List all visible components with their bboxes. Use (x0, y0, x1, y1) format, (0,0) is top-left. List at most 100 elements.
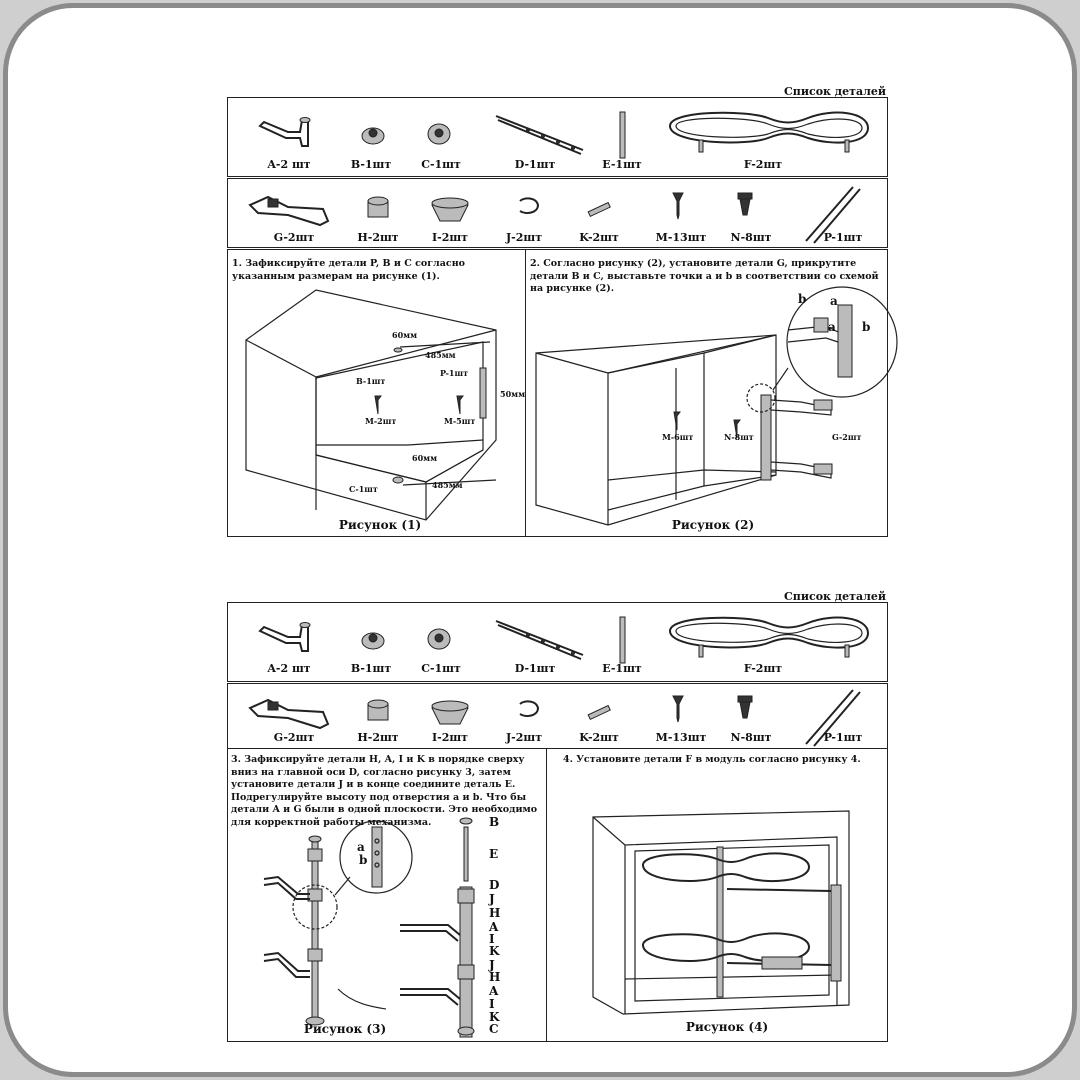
part-label: G-2шт (273, 231, 315, 244)
annotation: N-8шт (724, 432, 754, 442)
part-g-icon (248, 698, 330, 730)
part-label: J-2шт (505, 231, 543, 244)
part-label: A-2 шт (267, 662, 311, 675)
part-k-icon (587, 704, 611, 721)
part-letter: A (489, 984, 499, 998)
part-h-icon (367, 196, 389, 218)
step1-text: 1. Зафиксируйте детали P, B и C согласно… (232, 258, 465, 282)
figure3-caption: Рисунок (3) (303, 1022, 387, 1036)
step2-panel (525, 249, 898, 537)
part-label: H-2шт (357, 231, 399, 244)
part-n-icon (737, 695, 753, 719)
parts-row1-illustrations (258, 111, 870, 159)
part-g-icon (248, 195, 330, 227)
part-label: P-1шт (823, 731, 863, 744)
figure4-cabinet-drawing (592, 810, 850, 1015)
figure4-caption: Рисунок (4) (685, 1020, 769, 1034)
part-label: C-1шт (421, 158, 461, 171)
annotation: 60мм (412, 453, 438, 463)
step4-panel (546, 748, 888, 1042)
part-letter: H (489, 970, 501, 984)
part-letter: J (489, 958, 495, 972)
part-f-icon (668, 111, 870, 153)
part-label: D-1шт (514, 662, 556, 675)
parts-list-title-top: Список деталей (784, 85, 886, 98)
part-e-icon (619, 616, 626, 664)
part-f-icon (668, 616, 870, 658)
part-letter: K (489, 944, 500, 958)
zoom-label-b: b (798, 292, 807, 306)
part-c-icon (427, 628, 451, 650)
part-label: N-8шт (730, 731, 772, 744)
zoom-label-b: b (359, 853, 368, 867)
part-label: F-2шт (743, 158, 783, 171)
part-e-icon (619, 111, 626, 159)
annotation: M-2шт (365, 416, 397, 426)
part-label: B-1шт (350, 662, 392, 675)
part-label: K-2шт (579, 731, 619, 744)
part-a-icon (258, 622, 311, 652)
part-label: N-8шт (730, 231, 772, 244)
part-a-icon (258, 117, 311, 147)
annotation: 60мм (392, 330, 418, 340)
figure1-caption: Рисунок (1) (338, 518, 422, 532)
part-p-icon (805, 186, 861, 244)
part-label: F-2шт (743, 662, 783, 675)
part-label: E-1шт (602, 158, 642, 171)
figure2-caption: Рисунок (2) (671, 518, 755, 532)
zoom-label-a: a (357, 840, 365, 854)
part-letter: C (489, 1022, 499, 1036)
part-b-icon (361, 632, 385, 650)
parts-row2-top (227, 178, 888, 248)
part-letter: B (489, 815, 500, 829)
part-label: M-13шт (655, 231, 707, 244)
figure1-cabinet-drawing (245, 289, 497, 521)
part-label: A-2 шт (267, 158, 311, 171)
annotation: C-1шт (349, 484, 378, 494)
annotation: 485мм (425, 350, 456, 360)
parts-list-title-bottom: Список деталей (784, 590, 886, 603)
annotation: M-6шт (662, 432, 694, 442)
parts-row2-illustrations (248, 186, 861, 244)
part-j-icon (519, 700, 540, 717)
part-label: P-1шт (823, 231, 863, 244)
part-label: D-1шт (514, 158, 556, 171)
figure3-axis-drawing (263, 817, 475, 1038)
step2-text: 2. Согласно рисунку (2), установите дета… (530, 258, 879, 294)
part-c-icon (427, 123, 451, 145)
parts-row1-illustrations (258, 616, 870, 664)
part-label: J-2шт (505, 731, 543, 744)
part-h-icon (367, 699, 389, 721)
step4-text: 4. Установите детали F в модуль согласно… (563, 754, 861, 765)
zoom-label-a: a (830, 294, 838, 308)
part-letter: H (489, 906, 501, 920)
part-k-icon (587, 201, 611, 218)
part-letter: A (489, 920, 499, 934)
parts-row2-bottom (227, 683, 888, 749)
part-label: K-2шт (579, 231, 619, 244)
part-letter: J (489, 892, 495, 906)
annotation: 50мм (500, 389, 526, 399)
part-label: C-1шт (421, 662, 461, 675)
zoom-label-a: a (828, 320, 836, 334)
part-i-icon (431, 197, 469, 222)
annotation: 485мм (432, 480, 463, 490)
part-label: I-2шт (431, 731, 469, 744)
part-label: G-2шт (273, 731, 315, 744)
annotation: G-2шт (832, 432, 862, 442)
part-letter: E (489, 847, 499, 861)
step3-text: 3. Зафиксируйте детали H, A, I и K в пор… (231, 754, 538, 828)
part-letter: K (489, 1010, 500, 1024)
part-m-icon (672, 695, 684, 723)
part-m-icon (672, 192, 684, 220)
part-label: B-1шт (350, 158, 392, 171)
part-label: E-1шт (602, 662, 642, 675)
part-d-icon (495, 620, 584, 660)
parts-row1-bottom (227, 602, 888, 682)
zoom-label-b: b (862, 320, 871, 334)
part-j-icon (519, 197, 540, 214)
part-label: I-2шт (431, 231, 469, 244)
parts-row1-top (227, 97, 888, 177)
parts-row2-illustrations (248, 689, 861, 747)
step3-panel (227, 748, 547, 1042)
